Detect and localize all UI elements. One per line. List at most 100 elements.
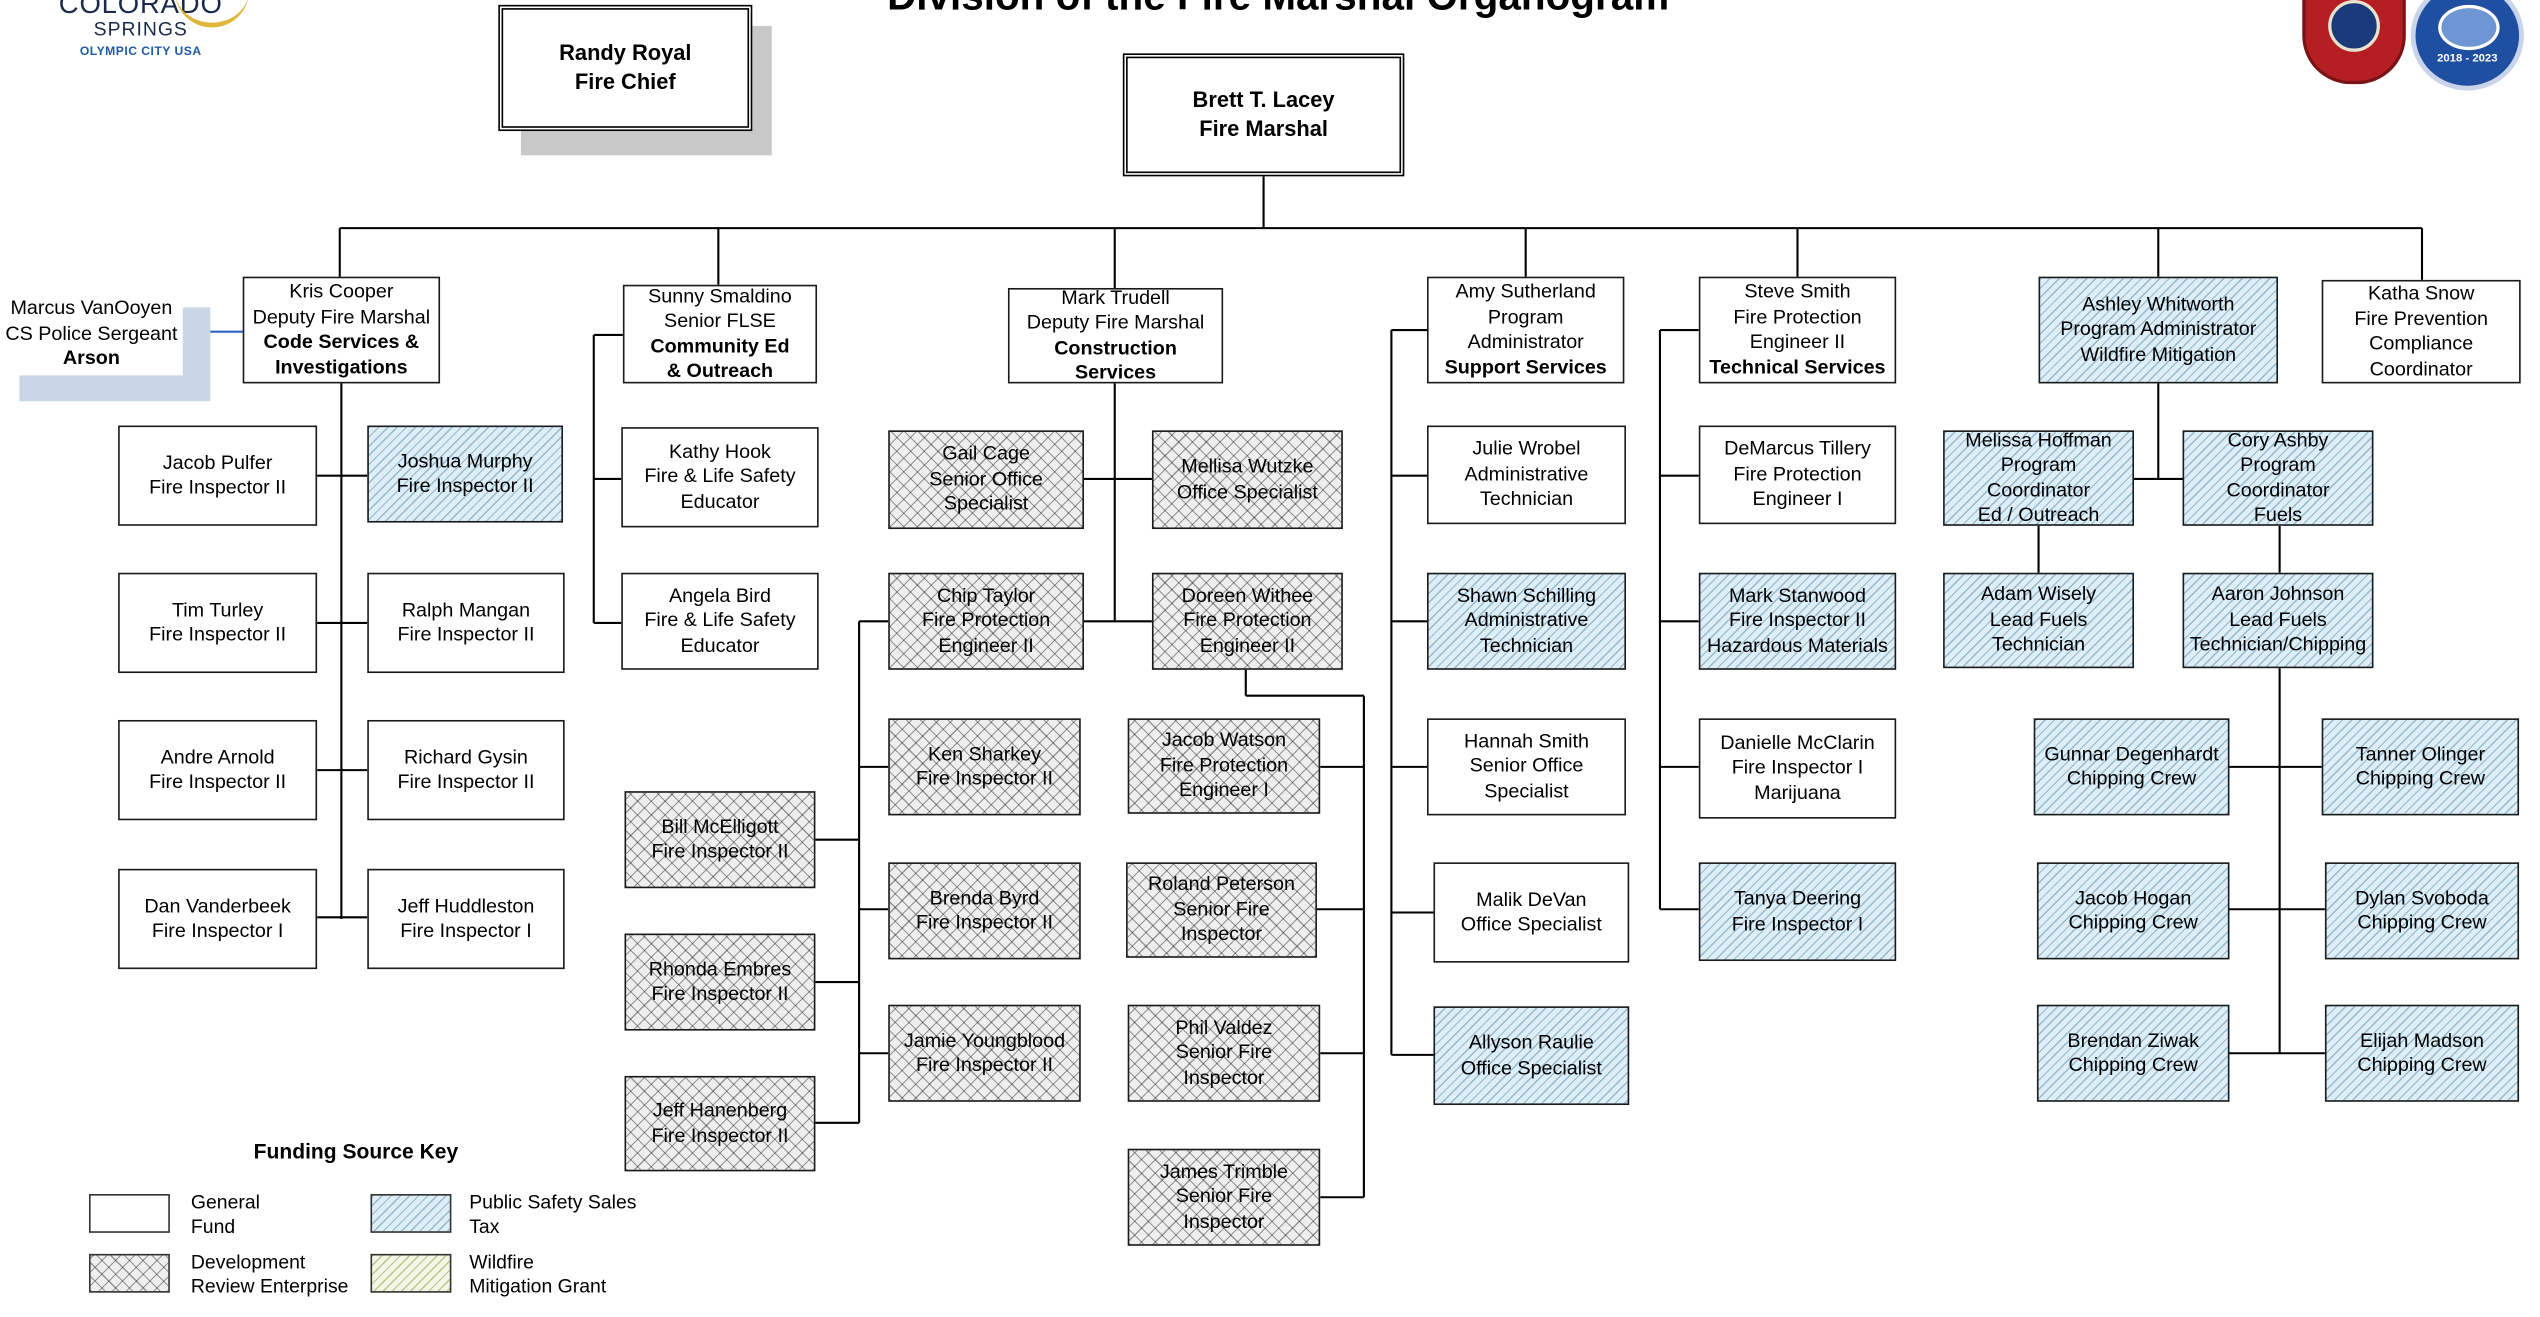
title: Specialist xyxy=(1484,779,1569,803)
unit: Investigations xyxy=(275,355,408,378)
name: Julie Wrobel xyxy=(1472,437,1581,460)
title: Program Coordinator xyxy=(2226,453,2330,501)
name: Jacob Pulfer xyxy=(162,450,273,474)
fire-chief-box: Randy Royal Fire Chief xyxy=(498,4,753,132)
name: Rhonda Embres xyxy=(648,956,792,980)
fire-chief-name: Randy Royal xyxy=(559,40,692,65)
title: Program Administrator xyxy=(2060,317,2257,341)
name: Malik DeVan xyxy=(1476,887,1587,911)
label: Review Enterprise xyxy=(190,1274,349,1298)
label: Mitigation Grant xyxy=(469,1274,607,1298)
name: Angela Bird xyxy=(668,583,771,607)
title: Fire Inspector II xyxy=(651,839,789,863)
name: Tanner Olinger xyxy=(2355,741,2486,765)
fire-marshal-box: Brett T. Lacey Fire Marshal xyxy=(1122,53,1405,177)
title: Fire Inspector I xyxy=(1731,911,1864,935)
title: Educator xyxy=(680,633,760,657)
logo-arc-icon xyxy=(174,0,250,28)
title: Fire Inspector II xyxy=(915,1053,1053,1076)
title: Administrative xyxy=(1464,462,1589,485)
title: Engineer II xyxy=(1749,330,1846,353)
name: Ken Sharkey xyxy=(928,741,1041,765)
name: Bill McElligott xyxy=(661,814,779,838)
prevention-box: Katha Snow Fire Prevention Compliance Co… xyxy=(2321,279,2521,384)
title: Administrative xyxy=(1464,608,1589,632)
title: Office Specialist xyxy=(1176,479,1318,503)
name: Joshua Murphy xyxy=(397,448,533,472)
title: Fire Inspector II xyxy=(651,1123,789,1147)
name: Ashley Whitworth xyxy=(2082,292,2235,316)
name: Gail Cage xyxy=(942,442,1030,465)
title: Fire Inspector II xyxy=(651,982,789,1005)
name: Roland Peterson xyxy=(1148,872,1295,896)
unit: & Outreach xyxy=(666,359,774,382)
name: Jamie Youngblood xyxy=(903,1028,1066,1051)
support-head: Amy Sutherland Program Administrator Sup… xyxy=(1426,276,1625,384)
title: Technician xyxy=(1479,487,1574,511)
title: Fire Inspector I xyxy=(1731,755,1864,779)
title: Hazardous Materials xyxy=(1707,633,1888,657)
accreditation-seal-icon: 2018 - 2023 xyxy=(2410,0,2524,91)
fire-marshal-title: Fire Marshal xyxy=(1199,116,1328,141)
name: Dan Vanderbeek xyxy=(144,893,291,917)
name: Hannah Smith xyxy=(1463,729,1589,752)
name: Danielle McClarin xyxy=(1720,730,1875,754)
seal-years: 2018 - 2023 xyxy=(2437,53,2498,65)
title: Fire & Life Safety xyxy=(644,608,796,632)
title: Fire Inspector I xyxy=(151,918,284,942)
title: Chipping Crew xyxy=(2357,1053,2487,1076)
title: Senior FLSE xyxy=(664,309,776,332)
title: Office Specialist xyxy=(1460,1055,1602,1079)
name: Jacob Hogan xyxy=(2075,885,2192,909)
name: Tanya Deering xyxy=(1733,886,1862,910)
title: Fuels xyxy=(2253,503,2303,526)
title: Program Coordinator xyxy=(1987,453,2091,501)
key-swatch-public-safety-sales-tax xyxy=(370,1194,452,1233)
name: Jeff Huddleston xyxy=(397,893,535,917)
title: Senior Office xyxy=(929,467,1043,490)
name: Brendan Ziwak xyxy=(2067,1028,2199,1051)
title: Educator xyxy=(680,489,760,513)
title: Program xyxy=(1487,304,1564,328)
title: Chipping Crew xyxy=(2355,766,2486,790)
unit: Construction Services xyxy=(1054,335,1177,384)
name: DeMarcus Tillery xyxy=(1724,437,1871,460)
community-ed-head: Sunny Smaldino Senior FLSE Community Ed … xyxy=(622,284,818,384)
title: Administrator xyxy=(1467,330,1584,353)
fire-marshal-name: Brett T. Lacey xyxy=(1192,87,1335,112)
name: Chip Taylor xyxy=(936,583,1036,607)
name: Amy Sutherland xyxy=(1455,279,1596,303)
name: Brenda Byrd xyxy=(929,885,1040,909)
liaison-box: Marcus VanOoyen CS Police Sergeant Arson xyxy=(0,292,183,375)
label: General xyxy=(190,1190,261,1214)
